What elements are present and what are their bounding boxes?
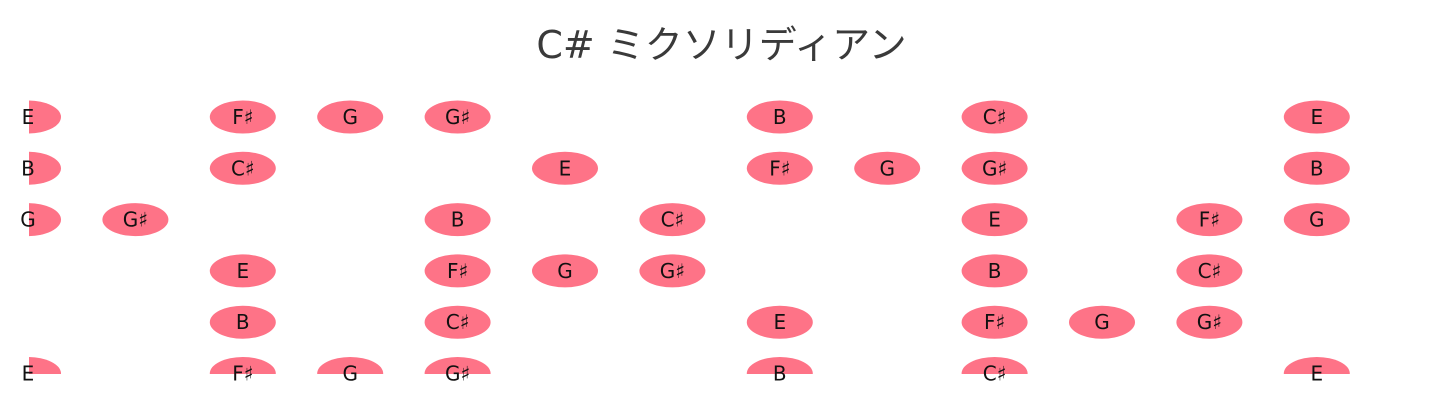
note-marker bbox=[1283, 203, 1350, 237]
note-label: C♯ bbox=[446, 310, 470, 334]
note-label: B bbox=[1310, 156, 1324, 180]
note-label: E bbox=[559, 156, 572, 180]
note-label: E bbox=[988, 208, 1001, 232]
note-marker bbox=[29, 357, 61, 374]
note-label: C♯ bbox=[231, 156, 255, 180]
note-marker bbox=[961, 151, 1028, 185]
note-label: G bbox=[879, 156, 895, 180]
diagram-title: C# ミクソリディアン bbox=[536, 23, 907, 67]
note-label: C♯ bbox=[983, 105, 1007, 129]
note-marker bbox=[1176, 203, 1243, 237]
note-marker bbox=[1283, 357, 1350, 374]
note-marker bbox=[102, 203, 169, 237]
note-marker bbox=[1283, 151, 1350, 185]
note-marker bbox=[1176, 305, 1243, 339]
note-label: B bbox=[773, 105, 787, 129]
note-label: E bbox=[1310, 362, 1323, 386]
note-label: C♯ bbox=[983, 362, 1007, 386]
note-label: C♯ bbox=[1198, 259, 1222, 283]
note-label: F♯ bbox=[1199, 208, 1220, 232]
note-label: G♯ bbox=[123, 208, 148, 232]
note-marker bbox=[961, 254, 1028, 288]
note-marker bbox=[317, 100, 384, 134]
note-label: F♯ bbox=[232, 362, 253, 386]
note-marker bbox=[746, 151, 813, 185]
note-label: F♯ bbox=[769, 156, 790, 180]
note-label: E bbox=[773, 310, 786, 334]
note-label: E bbox=[236, 259, 249, 283]
note-label: C♯ bbox=[661, 208, 685, 232]
note-label: B bbox=[451, 208, 465, 232]
note-marker bbox=[209, 100, 276, 134]
note-label: G♯ bbox=[445, 105, 470, 129]
note-marker bbox=[1176, 254, 1243, 288]
note-label: E bbox=[22, 105, 35, 129]
note-marker bbox=[1069, 305, 1135, 339]
note-label: F♯ bbox=[232, 105, 253, 129]
note-marker bbox=[424, 203, 491, 237]
note-marker bbox=[961, 357, 1028, 374]
note-marker bbox=[209, 254, 276, 288]
note-marker bbox=[29, 100, 61, 134]
note-label: B bbox=[773, 362, 787, 386]
note-label: G bbox=[20, 208, 36, 232]
note-marker bbox=[209, 151, 276, 185]
note-marker bbox=[424, 357, 491, 374]
note-marker bbox=[424, 254, 491, 288]
note-label: G bbox=[342, 362, 358, 386]
note-label: B bbox=[988, 259, 1002, 283]
note-marker bbox=[532, 254, 598, 288]
note-marker bbox=[639, 203, 706, 237]
note-label: G♯ bbox=[1197, 310, 1222, 334]
note-label: E bbox=[1310, 105, 1323, 129]
note-label: B bbox=[21, 156, 35, 180]
note-marker bbox=[746, 100, 813, 134]
note-marker bbox=[209, 305, 276, 339]
note-marker bbox=[639, 254, 706, 288]
note-marker bbox=[746, 305, 813, 339]
note-label: G bbox=[342, 105, 358, 129]
note-marker bbox=[424, 100, 491, 134]
note-label: G♯ bbox=[982, 156, 1007, 180]
note-label: G bbox=[1309, 208, 1325, 232]
note-label: B bbox=[236, 310, 250, 334]
note-marker bbox=[29, 151, 61, 185]
note-marker bbox=[961, 203, 1028, 237]
note-label: G bbox=[557, 259, 573, 283]
note-marker bbox=[424, 305, 491, 339]
note-label: G♯ bbox=[445, 362, 470, 386]
note-marker bbox=[1283, 100, 1350, 134]
note-marker bbox=[317, 357, 384, 374]
note-label: E bbox=[22, 362, 35, 386]
note-label: F♯ bbox=[984, 310, 1005, 334]
note-marker bbox=[209, 357, 276, 374]
note-label: F♯ bbox=[447, 259, 468, 283]
note-marker bbox=[854, 151, 921, 185]
note-marker bbox=[961, 100, 1028, 134]
note-marker bbox=[29, 203, 61, 237]
note-label: G♯ bbox=[660, 259, 685, 283]
note-label: G bbox=[1094, 310, 1110, 334]
note-marker bbox=[532, 151, 598, 185]
note-marker bbox=[746, 357, 813, 374]
note-marker bbox=[961, 305, 1028, 339]
